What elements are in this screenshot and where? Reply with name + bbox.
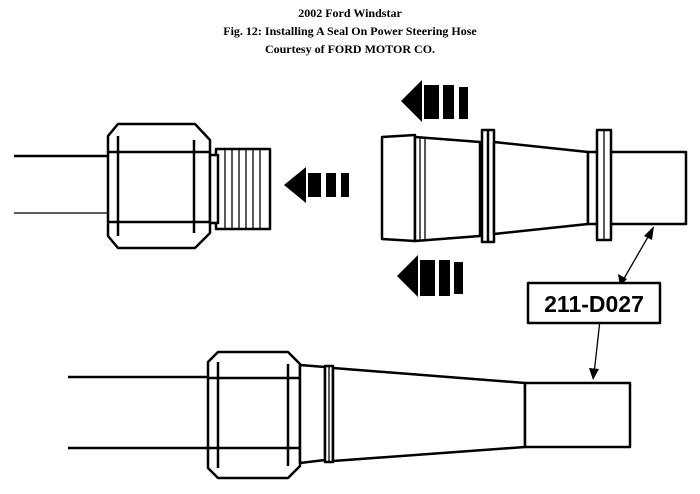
tool-label: 211-D027 [544, 291, 644, 317]
arrow-top-left [401, 80, 468, 122]
arrow-center-left [284, 167, 349, 203]
hex-nut [106, 122, 212, 250]
header-vehicle: 2002 Ford Windstar [298, 6, 402, 20]
figure-title: Fig. 12: Installing A Seal On Power Stee… [223, 24, 477, 38]
assembled-nut [206, 350, 302, 480]
figure-credit: Courtesy of FORD MOTOR CO. [264, 42, 436, 56]
seal-installer-tool [380, 128, 688, 244]
hose-with-fitting [14, 122, 272, 250]
tool-label-box [526, 281, 662, 325]
arrow-bottom-left [397, 255, 463, 297]
seal-ring [480, 128, 496, 244]
tool-callout: 211-D027 [526, 226, 662, 380]
threaded-fitting [208, 147, 272, 231]
assembled-hose [68, 350, 632, 480]
